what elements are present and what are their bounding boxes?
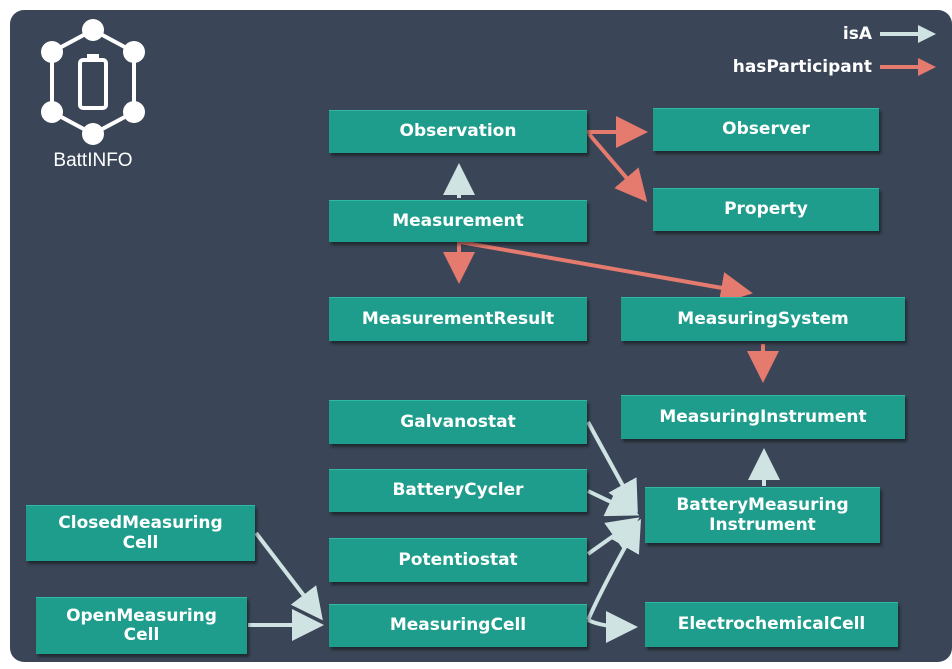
node-potentiostat[interactable]: Potentiostat — [329, 538, 587, 582]
node-battery-measuring-instrument[interactable]: BatteryMeasuring Instrument — [645, 487, 880, 543]
battery-network-icon — [41, 19, 145, 145]
legend-isa: isA — [843, 24, 938, 44]
node-observation[interactable]: Observation — [329, 110, 587, 153]
arrow-measuringcell-isa-batterymeasuring — [586, 519, 641, 621]
node-observer[interactable]: Observer — [653, 108, 879, 151]
arrow-measurement-measuringsystem — [459, 240, 753, 304]
legend-hasparticipant-arrow — [880, 58, 936, 76]
node-closed-measuring-cell[interactable]: ClosedMeasuring Cell — [26, 505, 255, 561]
node-battery-cycler[interactable]: BatteryCycler — [329, 469, 587, 512]
arrow-observation-property — [587, 132, 648, 203]
node-measuring-cell[interactable]: MeasuringCell — [329, 604, 587, 647]
diagram-canvas: BattINFO isA hasParticipant Observation … — [10, 10, 952, 662]
arrow-measuringcell-isa-electrochemical — [587, 610, 638, 643]
node-property[interactable]: Property — [653, 188, 879, 231]
relation-arrows — [248, 116, 780, 643]
node-galvanostat[interactable]: Galvanostat — [329, 400, 587, 444]
legend-hasparticipant: hasParticipant — [733, 57, 938, 77]
node-electrochemical-cell[interactable]: ElectrochemicalCell — [645, 602, 898, 647]
arrow-potentiostat-isa — [586, 517, 640, 556]
battinfo-logo: BattINFO — [30, 18, 156, 188]
legend-isa-arrow — [880, 25, 936, 43]
node-measurement-result[interactable]: MeasurementResult — [329, 297, 587, 341]
node-measurement[interactable]: Measurement — [329, 200, 587, 242]
node-measuring-system[interactable]: MeasuringSystem — [621, 297, 905, 341]
legend-isa-label: isA — [842, 24, 872, 44]
logo-text: BattINFO — [53, 150, 133, 171]
node-open-measuring-cell[interactable]: OpenMeasuring Cell — [36, 597, 247, 654]
legend-hasparticipant-label: hasParticipant — [732, 57, 872, 77]
arrow-batterycycler-isa — [587, 487, 640, 517]
arrow-closed-isa-measuringcell — [254, 531, 323, 621]
node-measuring-instrument[interactable]: MeasuringInstrument — [621, 395, 905, 439]
